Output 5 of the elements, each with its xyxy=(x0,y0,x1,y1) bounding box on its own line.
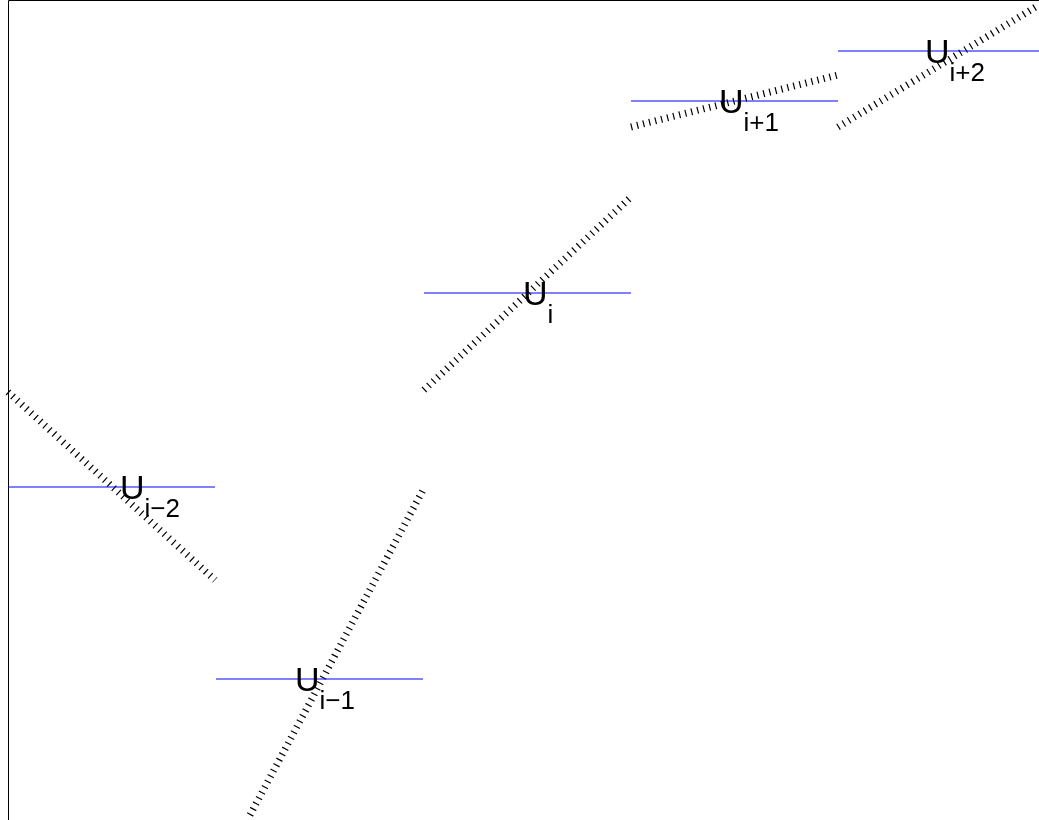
cell-label: U$_{i−2}$ xyxy=(120,470,180,521)
cell-label: U$_{i}$ xyxy=(523,276,554,327)
cell-label: U$_{i−1}$ xyxy=(295,662,355,713)
cell-label: U$_{i+1}$ xyxy=(719,84,779,135)
cell-label: U$_{i+2}$ xyxy=(925,34,985,85)
